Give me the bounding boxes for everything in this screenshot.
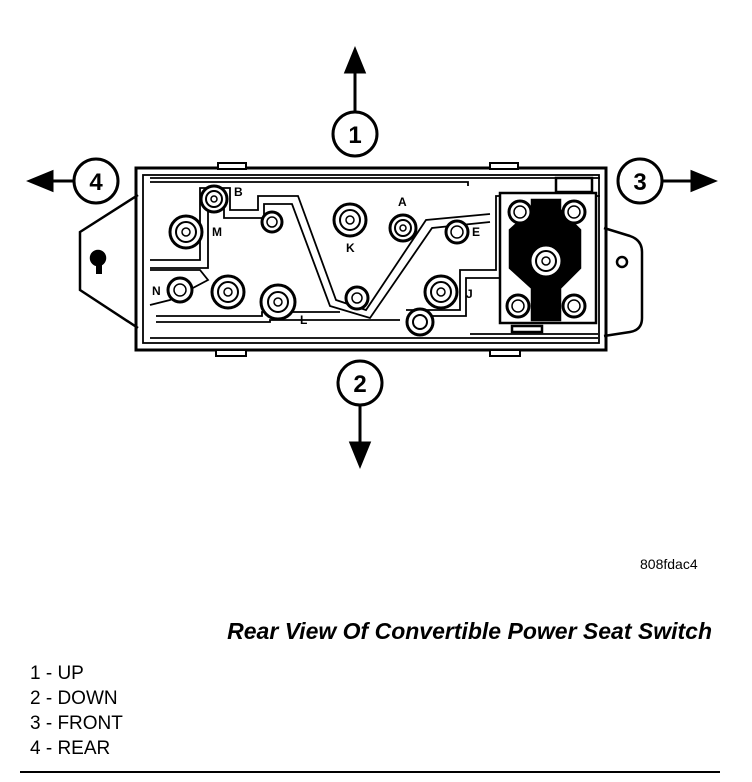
svg-text:2: 2 <box>353 371 366 398</box>
legend-item: 2 - DOWN <box>30 688 118 709</box>
legend-list: 1 - UP 2 - DOWN 3 - FRONT 4 - REAR <box>30 661 123 761</box>
switch-housing <box>134 162 608 357</box>
figure-code: 808fdac4 <box>640 556 698 572</box>
label-m: M <box>212 225 222 239</box>
terminal-k <box>332 202 368 238</box>
terminal-plain-3 <box>344 285 370 311</box>
terminal-plain-2 <box>210 274 246 310</box>
terminal-labels: A B E J K L M N <box>152 185 480 327</box>
terminal-e <box>444 219 470 245</box>
terminal-selector-br <box>561 293 587 319</box>
terminal-plain-4 <box>405 307 435 337</box>
figure-caption: Rear View Of Convertible Power Seat Swit… <box>227 618 712 644</box>
terminal-a <box>388 213 418 243</box>
label-k: K <box>346 241 355 255</box>
terminal-m <box>168 214 204 250</box>
terminal-contacts <box>166 184 587 337</box>
mounting-tab-left <box>78 193 139 330</box>
svg-text:4: 4 <box>89 169 103 196</box>
legend-item: 3 - FRONT <box>30 713 123 734</box>
label-l: L <box>300 313 307 327</box>
bottom-divider <box>20 771 720 773</box>
terminal-selector-tl <box>507 199 533 225</box>
terminal-selector-tr <box>561 199 587 225</box>
svg-text:1: 1 <box>348 122 361 149</box>
svg-text:3: 3 <box>633 169 646 196</box>
label-j: J <box>466 287 473 301</box>
terminal-selector-bl <box>505 293 531 319</box>
label-a: A <box>398 195 407 209</box>
label-e: E <box>472 225 480 239</box>
legend-item: 4 - REAR <box>30 738 111 759</box>
terminal-l <box>259 283 297 321</box>
arrow-callout-2: 2 <box>336 359 384 407</box>
terminal-b <box>199 184 229 214</box>
terminal-n <box>166 276 194 304</box>
arrow-callout-1: 1 <box>331 110 379 158</box>
arrow-callout-3: 3 <box>616 157 664 205</box>
label-b: B <box>234 185 243 199</box>
label-n: N <box>152 284 161 298</box>
mounting-tab-right <box>603 226 644 338</box>
direction-arrows <box>26 46 718 469</box>
switch-diagram: 1 2 3 4 <box>26 46 718 469</box>
legend-item: 1 - UP <box>30 663 84 684</box>
terminal-j <box>423 274 459 310</box>
terminal-plain <box>260 210 284 234</box>
terminal-selector-center <box>528 243 564 279</box>
arrow-callout-4: 4 <box>72 157 120 205</box>
